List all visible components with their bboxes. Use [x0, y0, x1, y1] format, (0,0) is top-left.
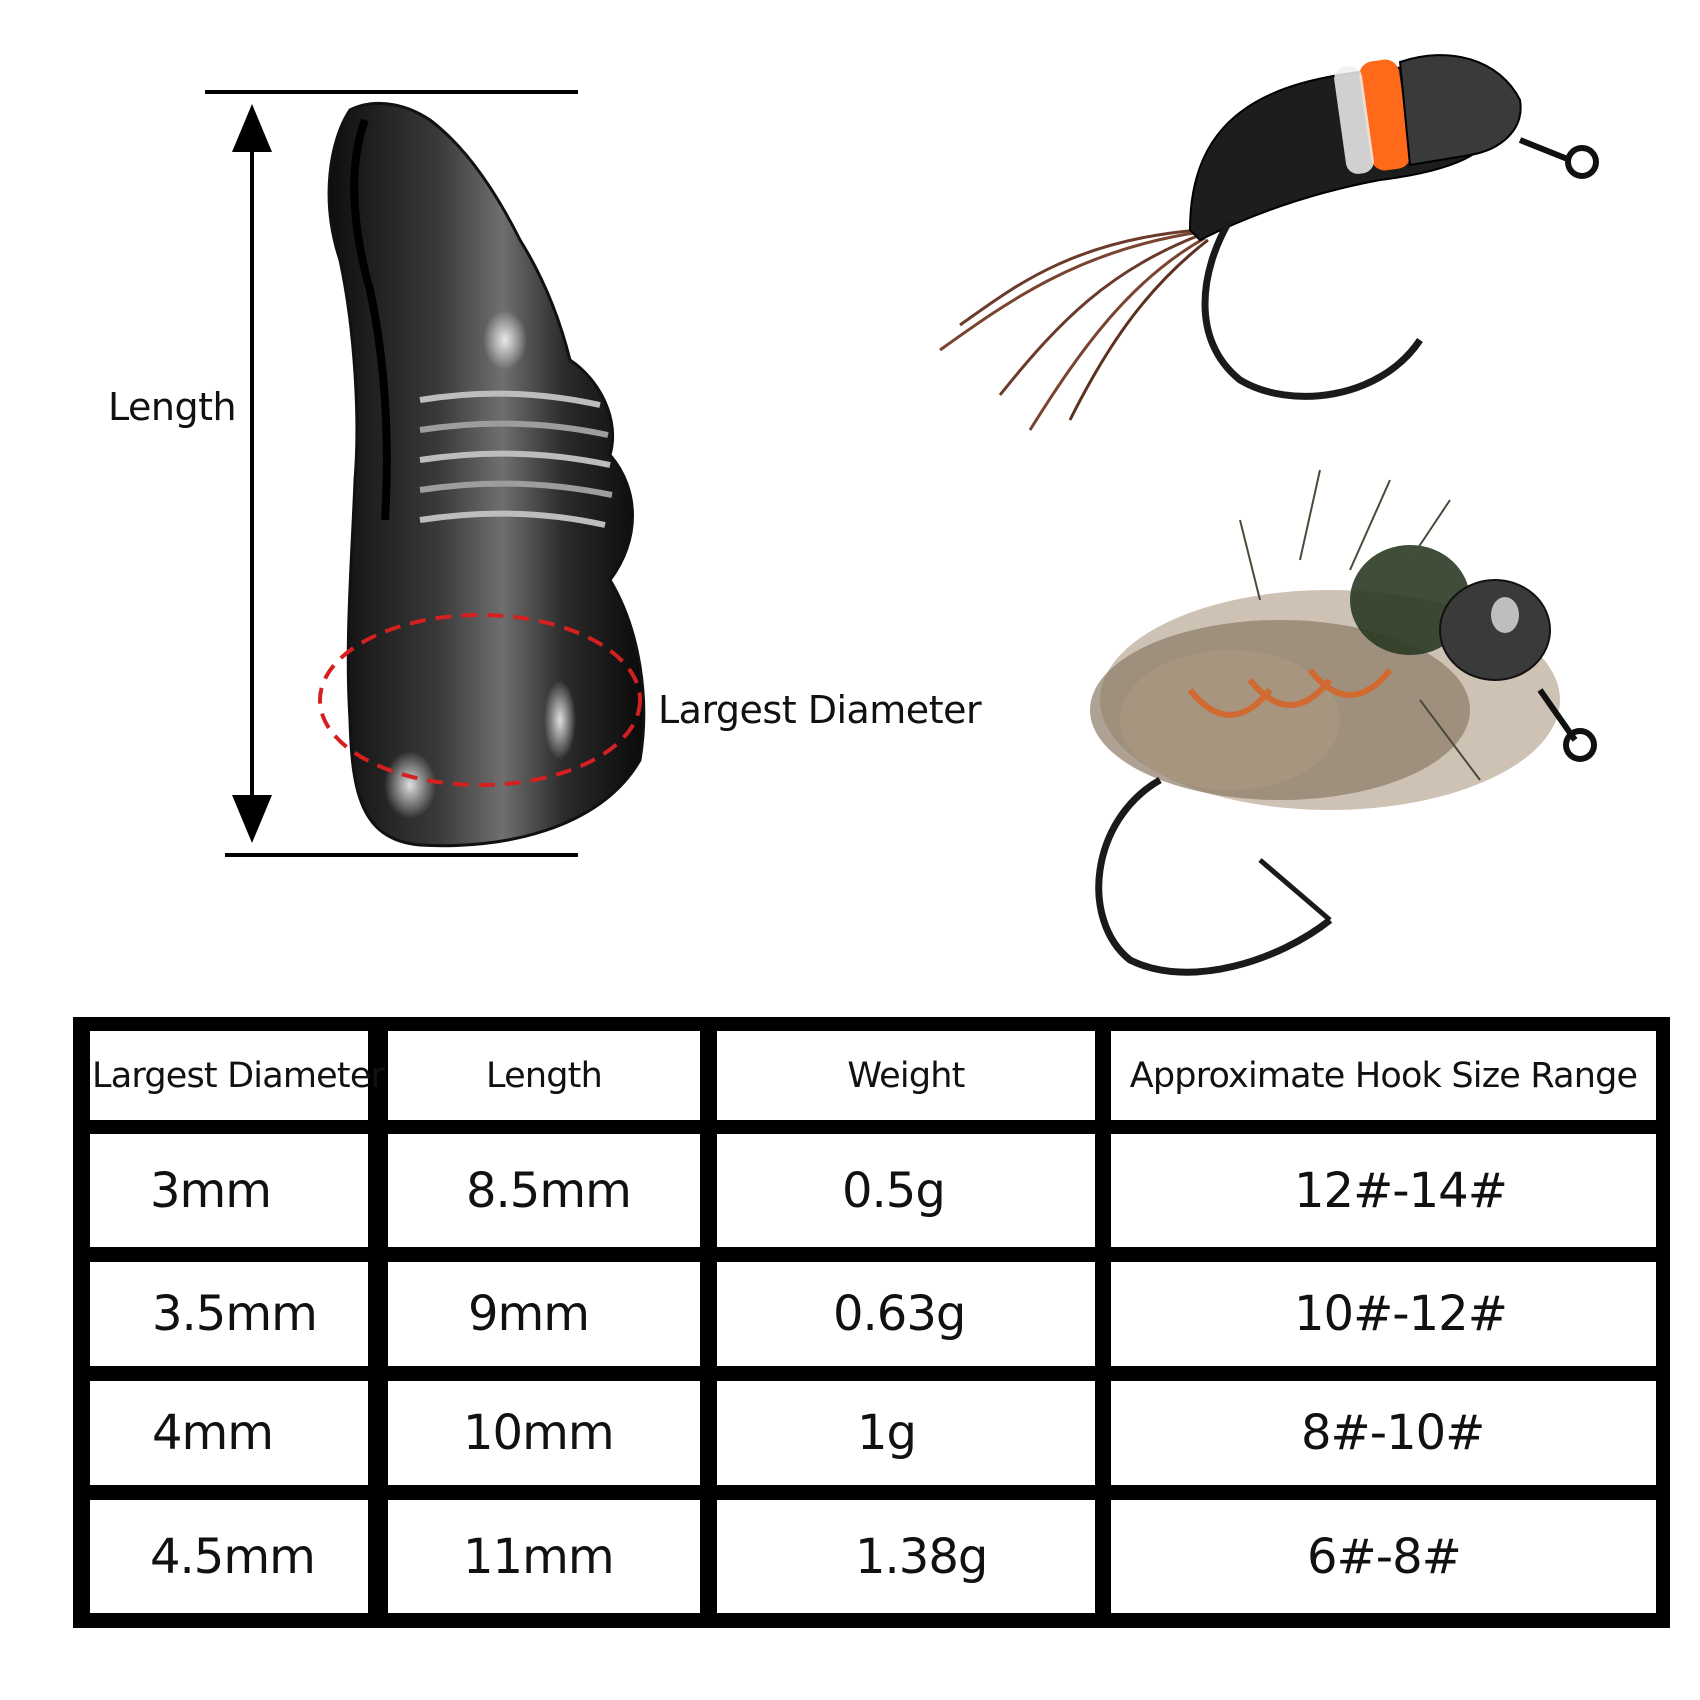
cell-length: 9mm: [388, 1262, 700, 1366]
cell-length: 11mm: [388, 1500, 700, 1613]
header-weight: Weight: [717, 1031, 1095, 1120]
cell-hook-size: 12#-14#: [1111, 1134, 1656, 1247]
largest-diameter-marker: [318, 613, 642, 787]
tungsten-bead-image: [318, 101, 646, 848]
product-diagram: [205, 54, 1599, 976]
cell-hook-size: 10#-12#: [1111, 1262, 1656, 1366]
cell-diameter: 3mm: [90, 1134, 368, 1247]
spec-table: Largest Diameter Length Weight Approxima…: [73, 1017, 1670, 1628]
header-largest-diameter: Largest Diameter: [90, 1031, 385, 1120]
cell-length: 10mm: [388, 1381, 700, 1485]
cell-hook-size: 8#-10#: [1111, 1381, 1656, 1485]
cell-weight: 0.5g: [717, 1134, 1095, 1247]
black-nymph-fly-image: [939, 54, 1599, 431]
length-label: Length: [108, 385, 237, 429]
largest-diameter-label: Largest Diameter: [658, 688, 982, 732]
cell-diameter: 4.5mm: [90, 1500, 368, 1613]
cell-weight: 1.38g: [717, 1500, 1095, 1613]
hares-ear-nymph-fly-image: [1090, 469, 1597, 976]
cell-hook-size: 6#-8#: [1111, 1500, 1656, 1613]
length-arrow-up-icon: [232, 104, 272, 152]
cell-length: 8.5mm: [388, 1134, 700, 1247]
header-length: Length: [388, 1031, 700, 1120]
cell-diameter: 4mm: [90, 1381, 368, 1485]
cell-weight: 1g: [717, 1381, 1095, 1485]
cell-diameter: 3.5mm: [90, 1262, 368, 1366]
header-hook-size-range: Approximate Hook Size Range: [1111, 1031, 1656, 1120]
length-arrow-down-icon: [232, 795, 272, 843]
cell-weight: 0.63g: [717, 1262, 1095, 1366]
